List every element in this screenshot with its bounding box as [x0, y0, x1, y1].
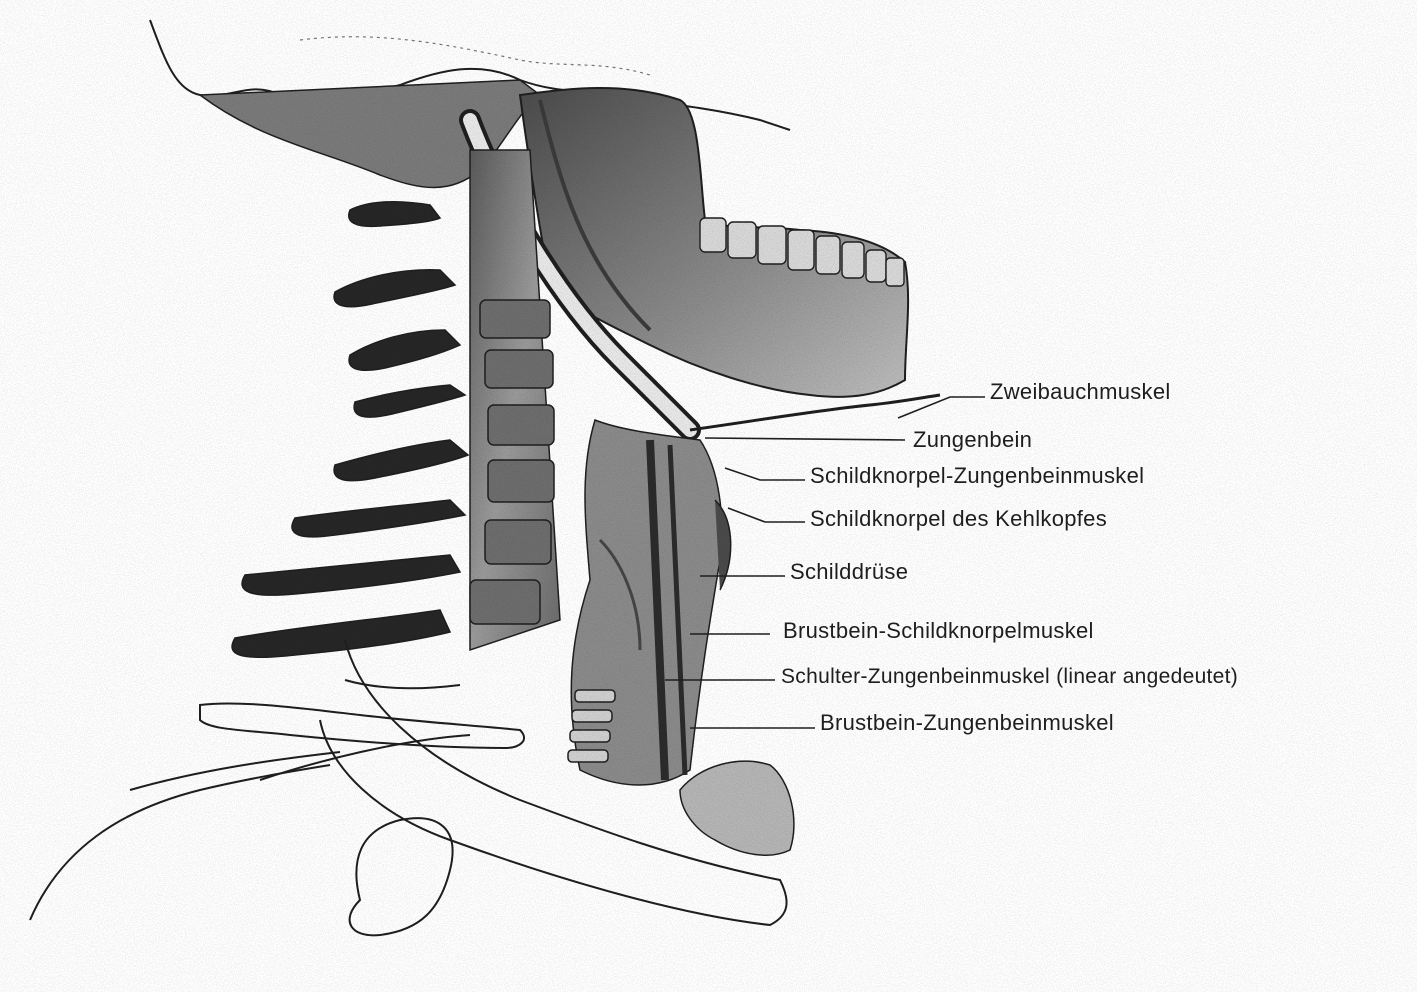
label-zweibauchmuskel: Zweibauchmuskel [990, 381, 1171, 403]
label-brustbein-zungenbeinmuskel: Brustbein-Zungenbeinmuskel [820, 712, 1114, 734]
label-schildknorpel-zungenbeinmuskel: Schildknorpel-Zungenbeinmuskel [810, 465, 1144, 487]
label-zungenbein: Zungenbein [913, 429, 1032, 451]
label-schulter-zungenbeinmuskel: Schulter-Zungenbeinmuskel (linear angede… [781, 666, 1238, 687]
label-schilddruese: Schilddrüse [790, 561, 908, 583]
label-brustbein-schildknorpelmuskel: Brustbein-Schildknorpelmuskel [783, 620, 1094, 642]
label-schildknorpel-des-kehlkopfes: Schildknorpel des Kehlkopfes [810, 508, 1107, 530]
